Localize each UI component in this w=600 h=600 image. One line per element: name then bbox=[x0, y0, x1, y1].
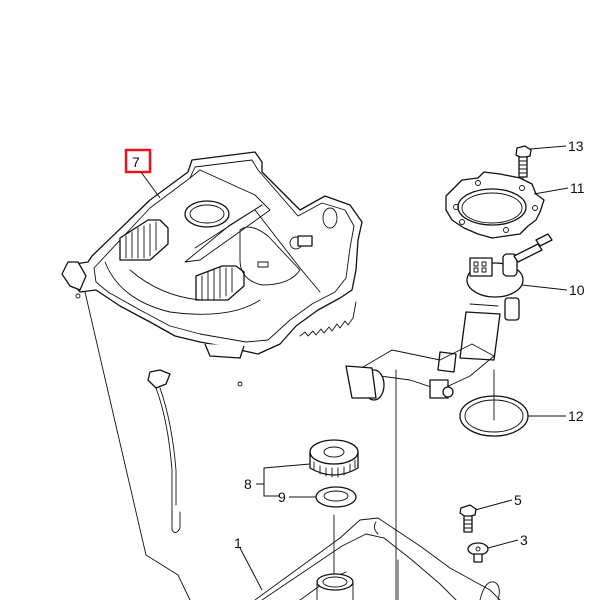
callout-5[interactable]: 5 bbox=[474, 492, 522, 511]
part-1-fuel-tank bbox=[254, 369, 501, 600]
callout-8-label: 8 bbox=[244, 476, 252, 492]
callout-13-label: 13 bbox=[568, 138, 584, 154]
callout-8[interactable]: 8 bbox=[244, 463, 311, 497]
part-3-collar bbox=[467, 542, 489, 563]
callout-1[interactable]: 1 bbox=[234, 535, 263, 591]
part-8-fuel-cap bbox=[309, 439, 359, 478]
callout-5-label: 5 bbox=[514, 492, 522, 508]
part-11-retaining-plate bbox=[445, 171, 545, 239]
callout-11[interactable]: 11 bbox=[533, 180, 585, 196]
callout-12-label: 12 bbox=[568, 408, 584, 424]
callout-3-label: 3 bbox=[520, 532, 528, 548]
callout-1-label: 1 bbox=[234, 535, 242, 551]
callout-7-label: 7 bbox=[132, 154, 140, 170]
part-9-cap-gasket bbox=[315, 486, 357, 579]
callout-10-label: 10 bbox=[569, 282, 585, 298]
callout-7[interactable]: 7 bbox=[124, 148, 161, 199]
callout-11-label: 11 bbox=[570, 180, 585, 196]
part-12-gasket-ring bbox=[459, 369, 529, 437]
part-10-fuel-pump bbox=[345, 233, 553, 401]
callout-13[interactable]: 13 bbox=[529, 138, 584, 154]
callout-12[interactable]: 12 bbox=[528, 408, 584, 424]
callout-9-label: 9 bbox=[278, 489, 286, 505]
callout-3[interactable]: 3 bbox=[487, 532, 528, 549]
part-7-cover bbox=[61, 151, 363, 600]
part-5-bolt bbox=[459, 504, 477, 533]
callout-9[interactable]: 9 bbox=[278, 489, 316, 505]
callout-10[interactable]: 10 bbox=[521, 282, 585, 298]
callout-7-highlight bbox=[124, 148, 152, 174]
